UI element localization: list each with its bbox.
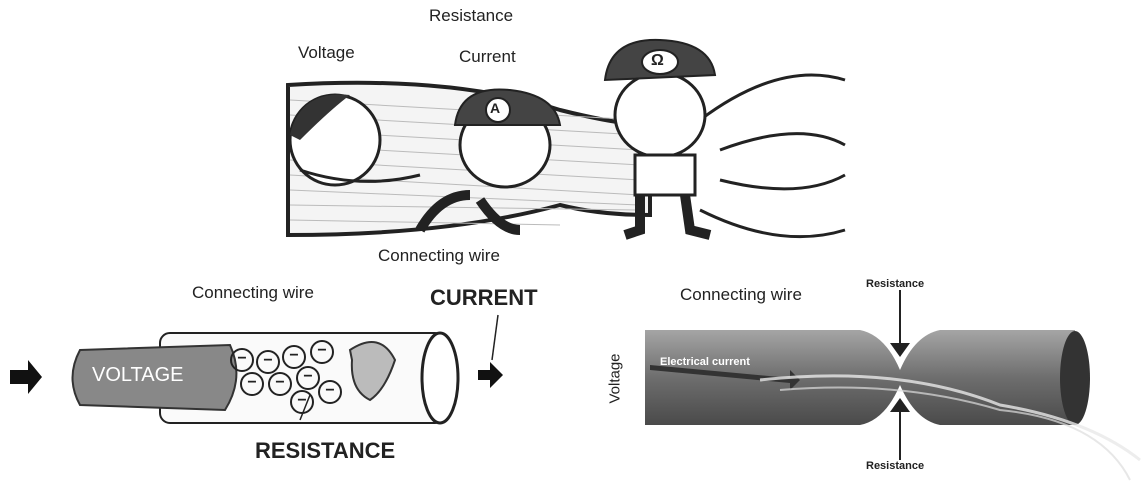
electron-icon: − [268,372,292,396]
current-label: Current [459,47,516,66]
right-pipe-illustration [645,290,1141,481]
resistance-top-label: Resistance [866,278,925,290]
electron-icon: − [318,380,342,404]
electron-icon: − [310,340,334,364]
resistance-down-arrow-icon [890,343,910,357]
top-connecting-wire-label: Connecting wire [378,246,500,265]
electron-icon: − [290,390,314,414]
voltage-label: Voltage [298,43,355,62]
electron-icon: − [240,372,264,396]
left-tube-illustration [10,314,503,425]
current-character [415,88,562,235]
current-cap-letter: A [490,100,501,116]
left-current-label: CURRENT [430,285,538,310]
resistance-cap-symbol: Ω [651,52,664,69]
resistance-bottom-label: Resistance [866,460,925,472]
right-connecting-wire-label: Connecting wire [680,285,802,304]
voltage-character [288,93,421,187]
resistance-hand-icon [348,341,397,402]
right-voltage-label: Voltage [606,353,624,404]
current-arrow-icon [650,365,800,390]
electrical-current-label: Electrical current [660,356,750,368]
electron-icon: − [282,345,306,369]
resistance-label: Resistance [429,6,514,25]
left-connecting-wire-label: Connecting wire [192,283,314,302]
resistance-character [603,38,717,240]
left-voltage-label: VOLTAGE [92,364,184,386]
electron-icon: − [296,366,320,390]
output-arrow-icon [478,362,503,388]
resistance-up-arrow-icon [890,398,910,412]
electron-icon: − [230,348,254,372]
input-arrow-icon [10,360,42,394]
left-resistance-label: RESISTANCE [255,438,396,463]
electron-icon: − [256,350,280,374]
